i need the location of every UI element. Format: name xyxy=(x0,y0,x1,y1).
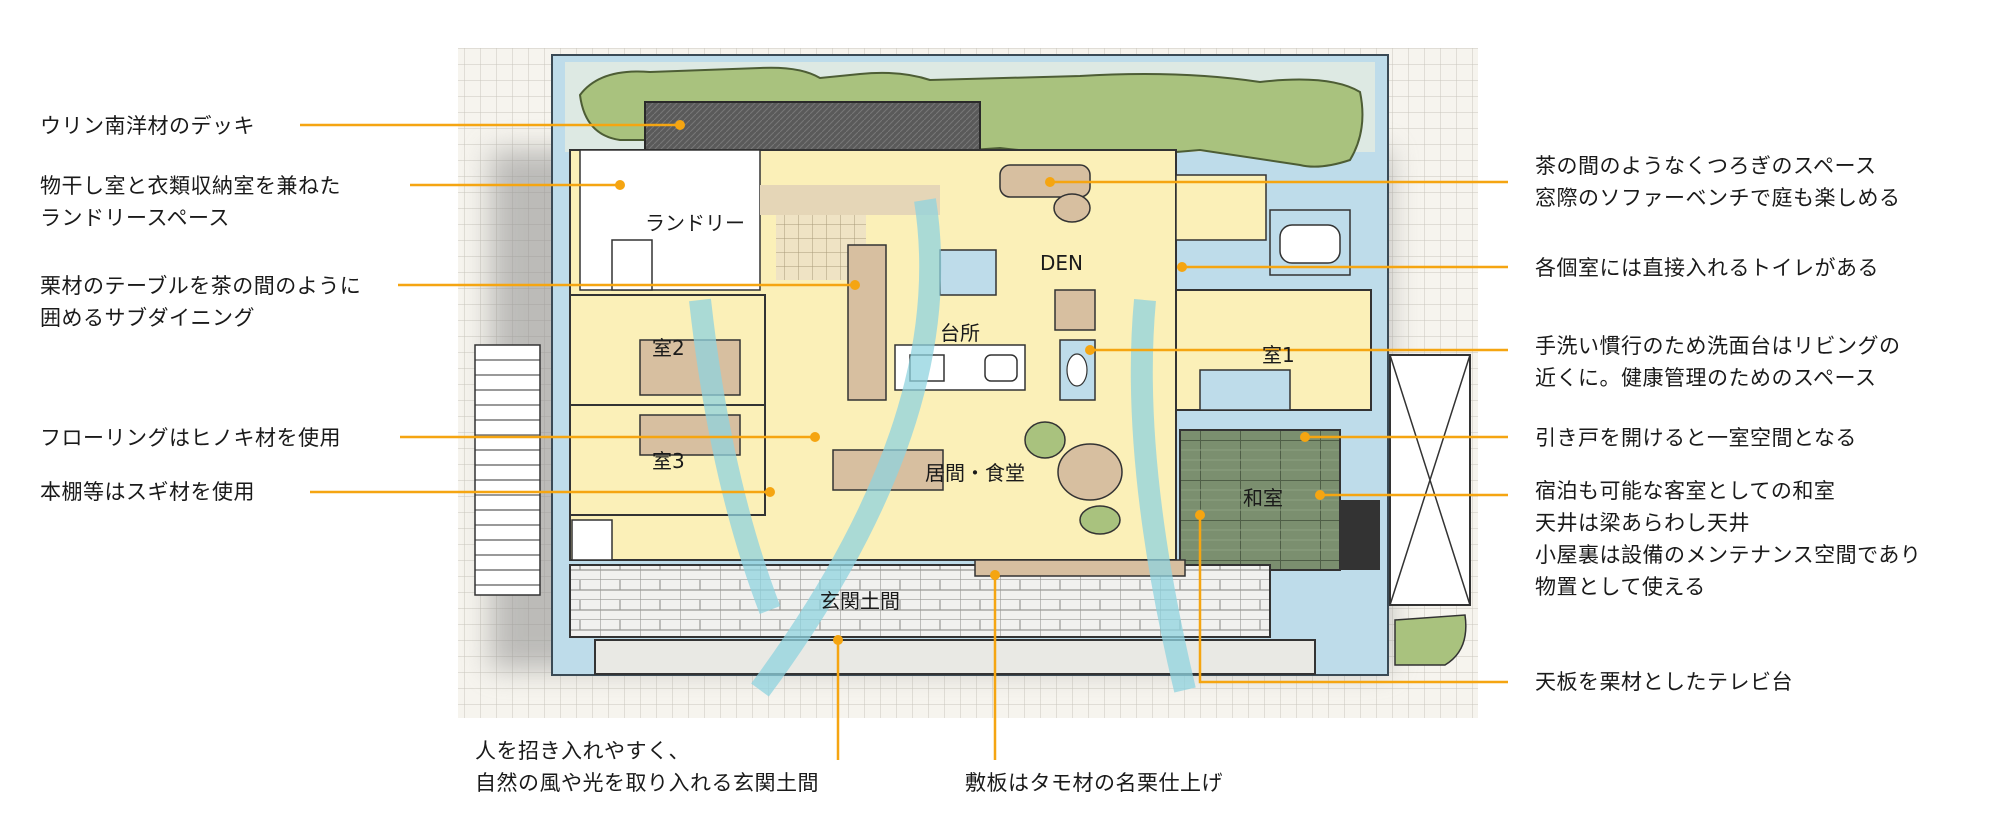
annotation-line: 自然の風や光を取り入れる玄関土間 xyxy=(475,771,819,795)
annotation-line: 天板を栗材としたテレビ台 xyxy=(1535,670,1793,694)
room-label-room1: 室1 xyxy=(1262,343,1295,367)
den-strip xyxy=(760,185,940,215)
annotation-tv-stand: 天板を栗材としたテレビ台 xyxy=(1535,666,1793,698)
den-chair xyxy=(939,249,997,296)
annotation-line: 栗材のテーブルを茶の間のように xyxy=(40,274,362,298)
annotation-line: 茶の間のようなくつろぎのスペース xyxy=(1535,154,1877,178)
annotation-entrance-hall: 人を招き入れやすく、 自然の風や光を取り入れる玄関土間 xyxy=(475,735,819,799)
wind-arrow-center xyxy=(751,198,942,697)
annotation-line: ランドリースペース xyxy=(40,206,230,230)
annotation-line: 物干し室と衣類収納室を兼ねた xyxy=(40,174,341,198)
annotation-sliding-door: 引き戸を開けると一室空間となる xyxy=(1535,422,1857,454)
annotation-line: 物置として使える xyxy=(1535,575,1706,599)
den-stool xyxy=(1053,193,1091,223)
room-label-japanese-room: 和室 xyxy=(1243,486,1283,510)
annotation-sub-dining: 栗材のテーブルを茶の間のように 囲めるサブダイニング xyxy=(40,270,361,334)
living-round-table xyxy=(1057,443,1123,501)
annotation-line: 手洗い慣行のため洗面台はリビングの xyxy=(1535,334,1901,358)
annotation-line: 小屋裏は設備のメンテナンス空間であり xyxy=(1535,543,1922,567)
annotation-line: 近くに。健康管理のためのスペース xyxy=(1535,366,1877,390)
storage-x xyxy=(1389,354,1471,606)
annotation-line: 各個室には直接入れるトイレがある xyxy=(1535,256,1879,280)
living-chair xyxy=(1024,421,1066,459)
annotation-guest-room: 宿泊も可能な客室としての和室 天井は梁あらわし天井 小屋裏は設備のメンテナンス空… xyxy=(1535,475,1921,603)
room-label-room3: 室3 xyxy=(652,449,685,473)
leader-lines xyxy=(300,123,1508,760)
room-label-den: DEN xyxy=(1040,251,1083,275)
approach xyxy=(594,639,1316,675)
annotation-line: ウリン南洋材のデッキ xyxy=(40,114,255,138)
room3-toilet xyxy=(571,519,613,561)
annotation-flooring: フローリングはヒノキ材を使用 xyxy=(40,422,341,454)
room-label-kitchen: 台所 xyxy=(940,321,980,345)
bathtub xyxy=(1279,224,1341,264)
threshold-board xyxy=(974,559,1186,577)
room2-bed xyxy=(639,339,741,396)
room-label-room2: 室2 xyxy=(652,336,685,360)
sink-icon xyxy=(984,354,1018,382)
annotation-line: 宿泊も可能な客室としての和室 xyxy=(1535,479,1836,503)
annotation-line: 囲めるサブダイニング xyxy=(40,306,255,330)
laundry-toilet xyxy=(611,239,653,291)
room-label-entrance: 玄関土間 xyxy=(820,589,900,613)
annotation-laundry-space: 物干し室と衣類収納室を兼ねた ランドリースペース xyxy=(40,170,341,234)
kitchen-cabinet xyxy=(1054,289,1096,331)
wind-arrow-right xyxy=(1130,298,1196,693)
leader-dots xyxy=(615,120,1325,645)
annotation-den-bench: 茶の間のようなくつろぎのスペース 窓際のソファーベンチで庭も楽しめる xyxy=(1535,150,1901,214)
room-label-laundry: ランドリー xyxy=(645,211,745,235)
annotation-line: 天井は梁あらわし天井 xyxy=(1535,511,1750,535)
annotation-line: 本棚等はスギ材を使用 xyxy=(40,480,255,504)
small-garden xyxy=(1394,614,1467,666)
annotation-line: 敷板はタモ材の名栗仕上げ xyxy=(965,771,1223,795)
sub-dining-table xyxy=(847,244,887,401)
tokonoma xyxy=(1340,500,1380,570)
room-label-living-dining: 居間・食堂 xyxy=(925,461,1025,485)
annotation-toilet: 各個室には直接入れるトイレがある xyxy=(1535,252,1879,284)
annotation-deck: ウリン南洋材のデッキ xyxy=(40,110,255,142)
living-stool xyxy=(1079,505,1121,535)
annotation-bookshelf: 本棚等はスギ材を使用 xyxy=(40,476,255,508)
wind-arrow-left xyxy=(689,298,781,614)
tatami-area xyxy=(1179,429,1341,571)
annotation-threshold: 敷板はタモ材の名栗仕上げ xyxy=(965,767,1223,799)
room1-toilet-room xyxy=(1175,174,1267,241)
room1-desk xyxy=(1199,369,1291,411)
washbasin-bowl xyxy=(1066,353,1088,387)
annotation-washbasin: 手洗い慣行のため洗面台はリビングの 近くに。健康管理のためのスペース xyxy=(1535,330,1901,394)
laundry-floor xyxy=(579,149,761,291)
annotation-line: 窓際のソファーベンチで庭も楽しめる xyxy=(1535,186,1901,210)
annotation-line: 人を招き入れやすく、 xyxy=(475,739,690,763)
exterior-stairs xyxy=(474,344,541,596)
annotation-line: フローリングはヒノキ材を使用 xyxy=(40,426,341,450)
annotation-line: 引き戸を開けると一室空間となる xyxy=(1535,426,1857,450)
